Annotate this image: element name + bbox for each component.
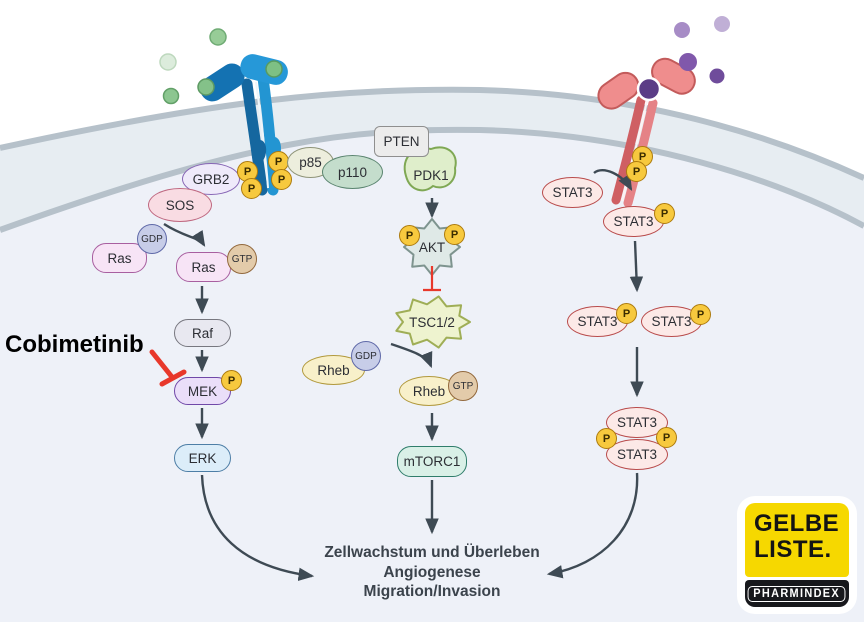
outcome-line-1: Zellwachstum und Überleben: [324, 544, 540, 561]
node-akt: AKT: [418, 239, 446, 255]
logo-word-liste: LISTE.: [754, 536, 832, 563]
gdp-badge-ras: GDP: [137, 224, 167, 254]
gtp-badge-ras: GTP: [227, 244, 257, 274]
logo-word-gelbe: GELBE: [754, 510, 840, 537]
outcome-line-2: Angiogenese: [383, 563, 481, 581]
node-mtorc1: mTORC1: [397, 446, 467, 477]
gelbe-liste-logo: GELBE LISTE. PHARMINDEX: [737, 496, 857, 614]
arrow-dimer-to-outcomes: [546, 472, 639, 579]
node-stat3-pair-left: STAT3: [567, 306, 628, 337]
node-p110: p110: [322, 155, 383, 189]
node-ras-gdp: Ras: [92, 243, 147, 273]
phospho-badge-mek: P: [221, 370, 242, 391]
node-ras-gtp: Ras: [176, 252, 231, 282]
node-stat3-cytosolic: STAT3: [542, 177, 603, 208]
logo-black-bar: PHARMINDEX: [745, 580, 849, 607]
outcome-line-3: Migration/Invasion: [363, 583, 501, 600]
node-stat3-dimer-top: STAT3: [606, 407, 668, 438]
arrow-tsc-to-rhebgtp: [390, 342, 433, 369]
node-pdk1: PDK1: [413, 167, 449, 183]
arrow-erk-to-outcomes: [200, 474, 315, 581]
node-pten: PTEN: [374, 126, 429, 157]
arrow-receptor-to-stat3: [593, 168, 633, 191]
ligand-dots-green: [159, 28, 283, 105]
node-mek: MEK: [174, 377, 231, 405]
ligand-dots-purple: [674, 16, 730, 84]
cobimetinib-inhibit-bar: [159, 369, 187, 387]
cobimetinib-inhibit-line: [149, 349, 175, 380]
node-erk: ERK: [174, 444, 231, 472]
phospho-badge-rtk-4: P: [271, 169, 292, 190]
membrane-outer-line: [0, 86, 864, 181]
phospho-badge-stat3-1: P: [654, 203, 675, 224]
ligand-ball-purple: [636, 76, 662, 102]
phospho-badge-akt-right: P: [444, 224, 465, 245]
logo-subtitle-pharmindex: PHARMINDEX: [747, 585, 847, 602]
node-sos: SOS: [148, 188, 212, 222]
phospho-badge-dimer-right: P: [656, 427, 677, 448]
inhibitor-label-cobimetinib: Cobimetinib: [5, 331, 144, 358]
phospho-badge-stat3-2: P: [616, 303, 637, 324]
node-raf: Raf: [174, 319, 231, 347]
cytokine-receptor: [597, 57, 696, 208]
tsc12-shape: [395, 295, 471, 349]
gtp-badge-rheb: GTP: [448, 371, 478, 401]
outcomes-text: Zellwachstum und Überleben Angiogenese M…: [282, 543, 582, 602]
phospho-badge-dimer-left: P: [596, 428, 617, 449]
phospho-badge-rtk-2: P: [241, 178, 262, 199]
phospho-badge-cytr-2: P: [626, 161, 647, 182]
arrows: [163, 168, 644, 581]
gdp-badge-rheb: GDP: [351, 341, 381, 371]
phospho-badge-stat3-3: P: [690, 304, 711, 325]
phospho-badge-akt-left: P: [399, 225, 420, 246]
logo-yellow-block: GELBE LISTE.: [745, 503, 849, 577]
node-tsc12: TSC1/2: [409, 314, 455, 330]
arrow-stat3-to-pair: [629, 240, 644, 293]
arrow-sos-to-rasgtp: [163, 222, 206, 247]
inhibition-lines: [149, 266, 441, 387]
